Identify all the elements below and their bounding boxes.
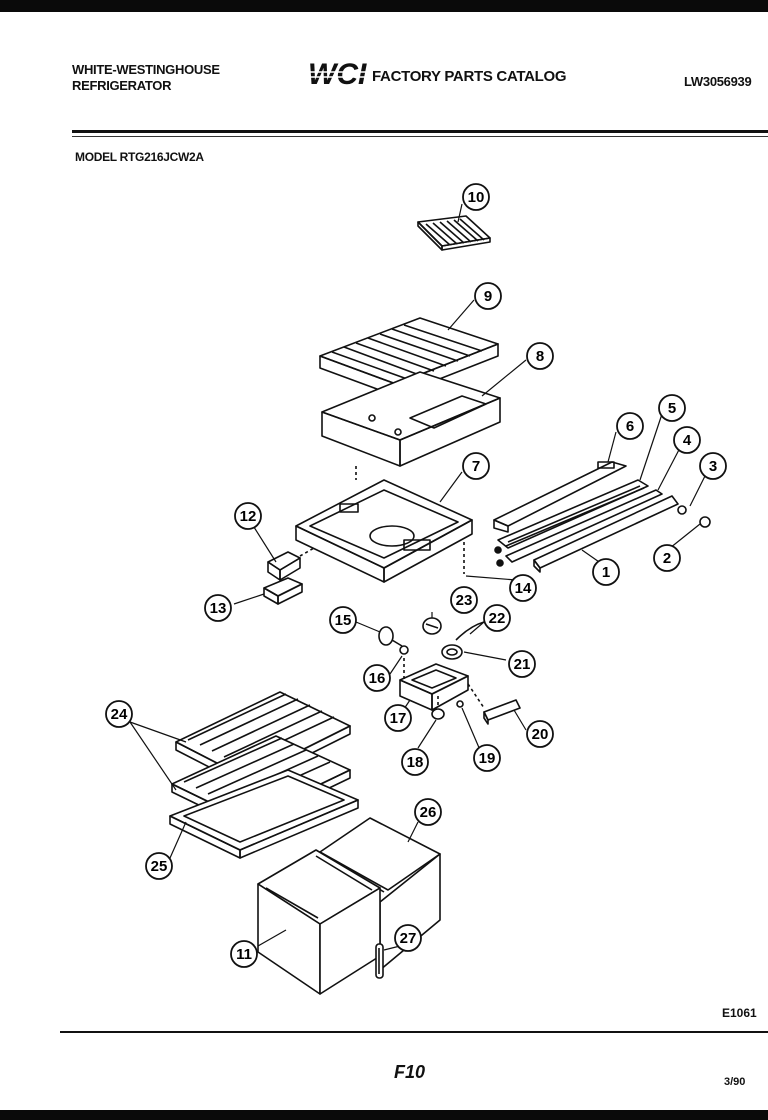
logo-text: WCI xyxy=(308,58,367,90)
callout-25: 25 xyxy=(145,852,173,880)
svg-text:8: 8 xyxy=(536,348,544,365)
callout-5: 5 xyxy=(658,394,686,422)
part-2-bushing xyxy=(699,516,711,528)
part-25-crisper-cover xyxy=(169,769,359,859)
brand-line-1: WHITE-WESTINGHOUSE xyxy=(72,62,220,77)
callout-23: 23 xyxy=(450,586,478,614)
footer-rule xyxy=(60,1031,768,1033)
part-15-knob xyxy=(378,626,403,647)
svg-text:4: 4 xyxy=(683,432,692,449)
part-17-housing xyxy=(399,663,469,711)
svg-text:6: 6 xyxy=(626,418,634,435)
svg-text:1: 1 xyxy=(602,564,610,581)
callout-16: 16 xyxy=(363,664,391,692)
callout-22: 22 xyxy=(483,604,511,632)
callout-27: 27 xyxy=(394,924,422,952)
part-5-rail xyxy=(497,479,649,549)
callout-8: 8 xyxy=(526,342,554,370)
part-21-thermostat xyxy=(441,644,463,660)
bottom-border xyxy=(0,1110,768,1120)
catalog-title: FACTORY PARTS CATALOG xyxy=(372,68,567,85)
part-7-tray xyxy=(295,479,473,583)
callout-7: 7 xyxy=(462,452,490,480)
callout-9: 9 xyxy=(474,282,502,310)
brand-line-2: REFRIGERATOR xyxy=(72,78,172,93)
svg-text:15: 15 xyxy=(335,612,352,629)
callout-11: 11 xyxy=(230,940,258,968)
callout-13: 13 xyxy=(204,594,232,622)
callout-14: 14 xyxy=(509,574,537,602)
part-4-rail xyxy=(505,489,663,563)
svg-text:12: 12 xyxy=(240,508,257,525)
svg-text:18: 18 xyxy=(407,754,424,771)
rail-screw xyxy=(496,559,504,567)
doc-number: LW3056939 xyxy=(684,74,752,89)
part-8-frame xyxy=(321,371,501,467)
svg-text:20: 20 xyxy=(532,726,549,743)
part-6-rail xyxy=(493,461,627,533)
top-border xyxy=(0,0,768,12)
callout-24: 24 xyxy=(105,700,133,728)
leader-lines xyxy=(129,203,707,951)
part-13-clip xyxy=(263,577,303,605)
svg-text:14: 14 xyxy=(515,580,532,597)
callout-1: 1 xyxy=(592,558,620,586)
catalog-date: 3/90 xyxy=(724,1076,746,1088)
part-27-divider xyxy=(375,943,384,979)
wci-logo: WCI xyxy=(308,58,367,90)
callout-10: 10 xyxy=(462,183,490,211)
svg-text:23: 23 xyxy=(456,592,473,609)
svg-text:13: 13 xyxy=(210,600,227,617)
part-22-wire xyxy=(455,621,485,641)
part-23-bulb xyxy=(422,617,442,635)
svg-text:10: 10 xyxy=(468,189,485,206)
callout-2: 2 xyxy=(653,544,681,572)
callout-6: 6 xyxy=(616,412,644,440)
svg-text:26: 26 xyxy=(420,804,437,821)
callout-15: 15 xyxy=(329,606,357,634)
svg-text:9: 9 xyxy=(484,288,492,305)
part-19-screw xyxy=(456,700,464,708)
page-number: F10 xyxy=(394,1062,426,1082)
svg-text:22: 22 xyxy=(489,610,506,627)
part-3-nut xyxy=(677,505,687,515)
callout-18: 18 xyxy=(401,748,429,776)
svg-text:19: 19 xyxy=(479,750,496,767)
callout-21: 21 xyxy=(508,650,536,678)
part-16-clip xyxy=(399,645,409,655)
rail-screw xyxy=(494,546,502,554)
figure-id: E1061 xyxy=(722,1006,757,1020)
callouts: 1 2 3 4 5 6 7 8 9 10 11 12 13 14 15 16 1… xyxy=(105,183,727,968)
svg-text:27: 27 xyxy=(400,930,417,947)
part-12-clip xyxy=(267,551,301,581)
svg-text:16: 16 xyxy=(369,670,386,687)
svg-text:11: 11 xyxy=(236,946,252,963)
part-11-crisper-drawer xyxy=(257,849,381,995)
callout-20: 20 xyxy=(526,720,554,748)
svg-text:2: 2 xyxy=(663,550,671,567)
svg-text:24: 24 xyxy=(111,706,128,723)
svg-text:17: 17 xyxy=(390,710,407,727)
svg-text:3: 3 xyxy=(709,458,717,475)
header-rule-thin xyxy=(72,136,768,137)
callout-12: 12 xyxy=(234,502,262,530)
callout-4: 4 xyxy=(673,426,701,454)
svg-text:25: 25 xyxy=(151,858,168,875)
part-10-grille xyxy=(417,215,491,251)
header-rule xyxy=(72,130,768,133)
svg-text:5: 5 xyxy=(668,400,676,417)
svg-text:7: 7 xyxy=(472,458,480,475)
part-18-grommet xyxy=(431,708,445,720)
svg-text:21: 21 xyxy=(514,656,531,673)
callout-26: 26 xyxy=(414,798,442,826)
part-20-damper xyxy=(483,699,521,725)
brand-block: WHITE-WESTINGHOUSE REFRIGERATOR xyxy=(72,62,220,94)
callout-19: 19 xyxy=(473,744,501,772)
callout-17: 17 xyxy=(384,704,412,732)
part-1-rail xyxy=(533,495,679,573)
model-number: MODEL RTG216JCW2A xyxy=(75,150,204,164)
callout-3: 3 xyxy=(699,452,727,480)
